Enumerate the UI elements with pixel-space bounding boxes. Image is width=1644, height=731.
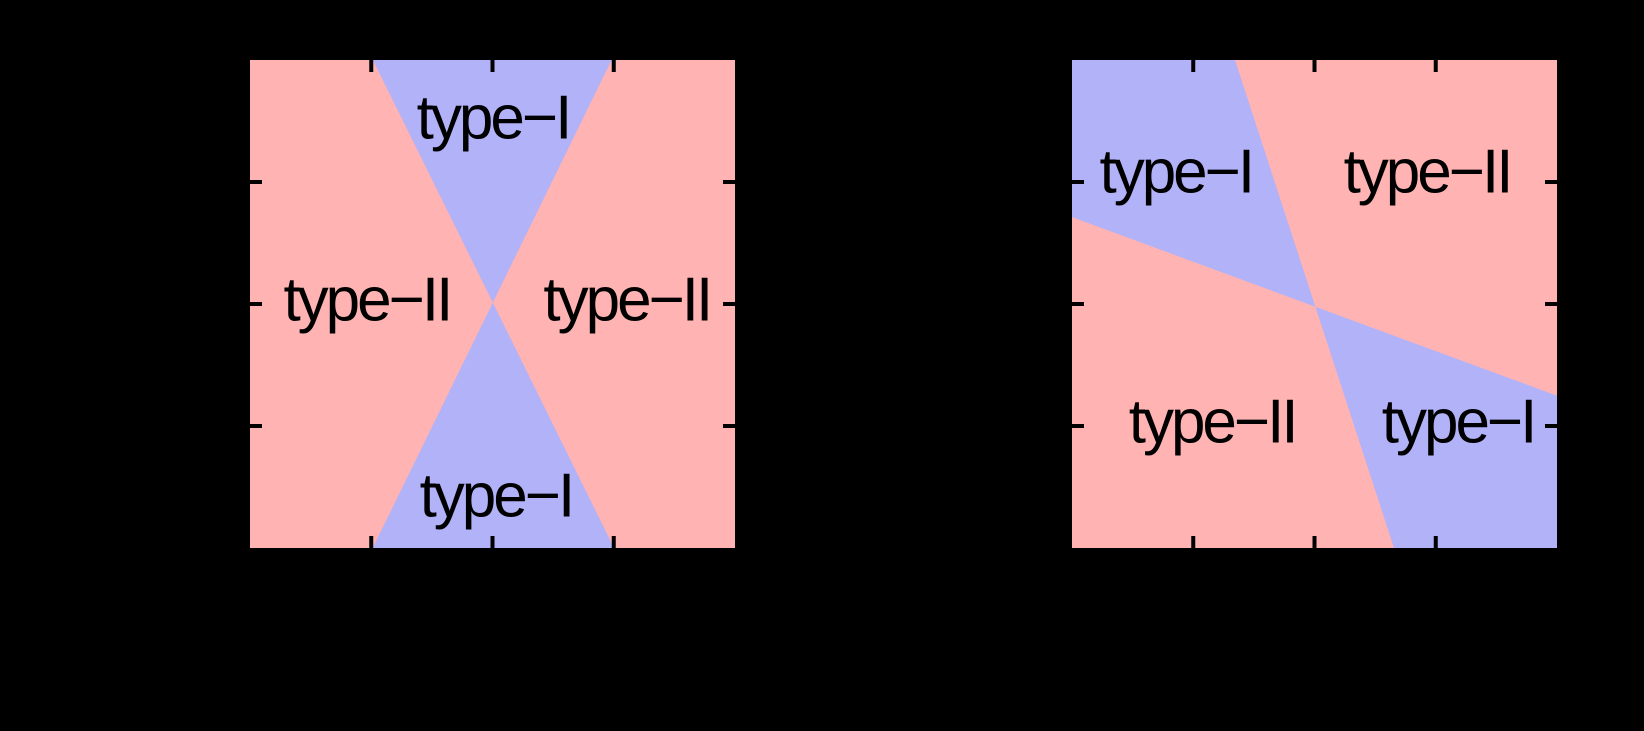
region-label: type−II	[1128, 387, 1299, 457]
region-label: type−II	[543, 265, 713, 335]
tick-top	[1191, 60, 1196, 72]
region-label: type−I	[1099, 137, 1255, 207]
type-i-region	[1315, 306, 1557, 548]
region-label: type−I	[1381, 387, 1538, 457]
tick-right	[1545, 302, 1557, 306]
type-i-region	[372, 60, 612, 303]
type-i-region	[1072, 60, 1316, 307]
tick-right	[1545, 180, 1557, 184]
tick-left	[1072, 302, 1084, 306]
region-canvas-right	[1072, 60, 1557, 548]
phase-panel-right: type−I type−II type−II type−I	[1072, 60, 1557, 548]
region-label: type−I	[419, 461, 576, 531]
tick-bottom	[611, 536, 616, 548]
tick-left	[1072, 424, 1084, 428]
tick-top	[490, 60, 495, 72]
region-label: type−I	[416, 83, 573, 153]
tick-right	[723, 180, 735, 184]
region-label: type−II	[1343, 137, 1514, 207]
region-label: type−II	[283, 265, 453, 335]
tick-top	[611, 60, 616, 72]
tick-top	[1312, 60, 1317, 72]
tick-top	[1433, 60, 1438, 72]
phase-panel-left: type−I type−II type−II type−I	[250, 60, 735, 548]
region-canvas-left	[250, 60, 735, 548]
tick-left	[250, 180, 262, 184]
type-i-region	[372, 302, 614, 548]
tick-left	[250, 302, 262, 306]
tick-right	[1545, 424, 1557, 428]
tick-left	[250, 424, 262, 428]
tick-bottom	[490, 536, 495, 548]
tick-left	[1072, 180, 1084, 184]
tick-bottom	[1312, 536, 1317, 548]
tick-bottom	[1191, 536, 1196, 548]
tick-right	[723, 302, 735, 306]
tick-bottom	[369, 536, 374, 548]
tick-right	[723, 424, 735, 428]
tick-top	[369, 60, 374, 72]
tick-bottom	[1433, 536, 1438, 548]
